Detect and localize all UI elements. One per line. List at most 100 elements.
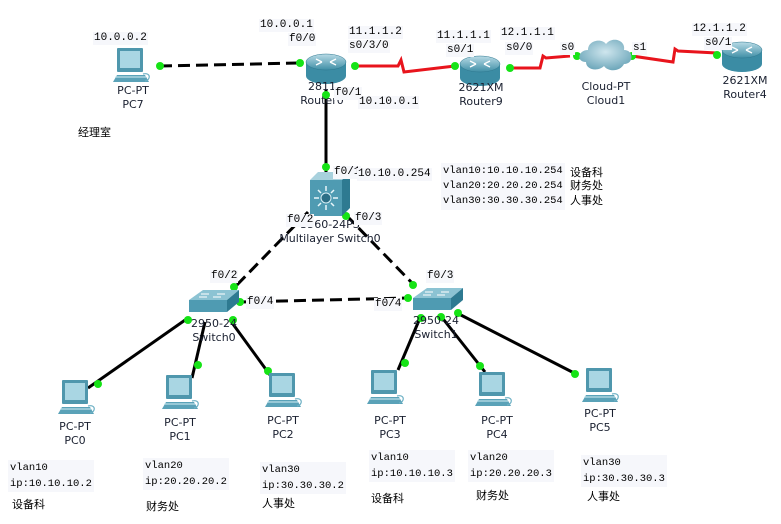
pc-label[interactable]: PC-PT PC5: [584, 407, 616, 435]
pc-dept-label: 设备科: [371, 492, 404, 505]
router0-model: 2811: [307, 80, 336, 93]
port-dot: [322, 163, 330, 171]
pc-label[interactable]: PC-PT PC1: [164, 416, 196, 444]
port-dot: [417, 314, 425, 322]
switch1-name: Switch1: [414, 328, 458, 341]
pc7-model: PC-PT: [117, 84, 149, 97]
vlan-gateway-line: vlan30:30.30.30.254: [443, 195, 563, 207]
switch0-model: 2950-24: [191, 317, 237, 330]
router9-model: 2621XM: [458, 81, 504, 94]
pc-icon[interactable]: [58, 380, 95, 414]
pc-ip: ip:30.30.30.2: [262, 480, 344, 492]
mls-f02-port: f0/2: [286, 214, 315, 227]
pc-model: PC-PT: [59, 420, 91, 433]
router0-label[interactable]: 2811 Router0: [300, 80, 343, 108]
vlan-dept-label: 人事处: [570, 194, 603, 207]
switch0-label[interactable]: 2950-24 Switch0: [191, 317, 237, 345]
pc-dept-label: 人事处: [587, 490, 620, 503]
pc-label[interactable]: PC-PT PC4: [481, 414, 513, 442]
pc-vlan: vlan30: [262, 464, 300, 476]
mls-label[interactable]: 3560-24PS Multilayer Switch0: [279, 218, 380, 246]
pc-icon[interactable]: [582, 368, 619, 402]
port-dot: [322, 91, 330, 99]
port-dot: [156, 62, 164, 70]
link-cloud1-router4-serial[interactable]: [631, 46, 718, 64]
router0-name: Router0: [300, 94, 344, 107]
switch0-name: Switch0: [192, 331, 236, 344]
link-router0-router9-serial[interactable]: [355, 55, 456, 74]
pc-vlan: vlan30: [583, 457, 621, 469]
cloud-s0-port: s0: [560, 42, 576, 55]
pc-dept-label: 财务处: [476, 489, 509, 502]
cloud1-name: Cloud1: [586, 94, 626, 107]
router9-icon[interactable]: [459, 55, 501, 86]
port-dot: [476, 362, 484, 370]
port-dot: [229, 316, 237, 324]
pc7-name: PC7: [122, 98, 144, 111]
link-switch1-pc5[interactable]: [454, 310, 579, 377]
pc-vlan: vlan20: [145, 460, 183, 472]
switch1-label[interactable]: 2950-24 Switch1: [413, 314, 459, 342]
pc-ip: ip:10.10.10.3: [371, 468, 453, 480]
port-dot: [401, 359, 409, 367]
cloud-s1-port: s1: [632, 42, 648, 55]
cloud1-label[interactable]: Cloud-PT Cloud1: [582, 80, 631, 108]
link-switch0-pc2[interactable]: [228, 319, 272, 376]
pc7-icon[interactable]: [113, 48, 150, 82]
r4-s01-ip: 12.1.1.2: [692, 23, 747, 36]
port-dot: [571, 370, 579, 378]
link-router9-cloud1-serial[interactable]: [510, 53, 571, 70]
pc-ip: ip:20.20.20.2: [145, 476, 227, 488]
pc-label[interactable]: PC-PT PC0: [59, 420, 91, 448]
pc-name: PC1: [169, 430, 191, 443]
port-dot: [409, 281, 417, 289]
sw0-f04-port: f0/4: [246, 296, 275, 309]
pc-label[interactable]: PC-PT PC2: [267, 414, 299, 442]
port-dot: [230, 283, 238, 291]
pc-name: PC2: [272, 428, 294, 441]
vlan-gateway-line: vlan10:10.10.10.254: [443, 165, 563, 177]
port-dot: [451, 62, 459, 70]
pc-icon[interactable]: [367, 370, 404, 404]
pc-icon[interactable]: [265, 373, 302, 407]
pc-name: PC3: [379, 428, 401, 441]
link-mls-switch1[interactable]: [344, 213, 416, 287]
port-dot: [506, 64, 514, 72]
pc-vlan-ip-note: vlan30 ip:30.30.30.2: [260, 462, 346, 494]
switch1-model: 2950-24: [413, 314, 459, 327]
pc7-label[interactable]: PC-PT PC7: [117, 84, 149, 112]
link-switch1-pc4[interactable]: [438, 314, 487, 373]
port-dot: [194, 361, 202, 369]
cloud-icon[interactable]: [579, 39, 632, 71]
link-pc7-router0[interactable]: [159, 61, 301, 68]
switch0-icon[interactable]: [189, 290, 239, 312]
pc-vlan: vlan10: [10, 462, 48, 474]
pc-icon[interactable]: [475, 372, 512, 406]
mls-name: Multilayer Switch0: [279, 232, 381, 245]
pc-name: PC0: [64, 434, 86, 447]
link-switch0-pc1[interactable]: [190, 321, 207, 379]
sw1-f04-port: f0/4: [374, 298, 403, 311]
pc-label[interactable]: PC-PT PC3: [374, 414, 406, 442]
r0-s030-port: s0/3/0: [348, 40, 390, 53]
pc-name: PC4: [486, 428, 508, 441]
pc-model: PC-PT: [584, 407, 616, 420]
r0-f01-port: f0/1: [334, 87, 363, 100]
router4-label[interactable]: 2621XM Router4: [722, 74, 767, 102]
router9-label[interactable]: 2621XM Router9: [458, 81, 503, 109]
port-dot: [351, 62, 359, 70]
pc-dept-label: 设备科: [12, 498, 45, 511]
router4-icon[interactable]: [721, 41, 763, 72]
pc-icon[interactable]: [162, 375, 199, 409]
pc-name: PC5: [589, 421, 611, 434]
router0-icon[interactable]: [305, 53, 347, 84]
switch1-icon[interactable]: [413, 288, 463, 310]
mls-f01-port: f0/1: [333, 166, 362, 179]
link-switch0-pc0[interactable]: [87, 316, 189, 390]
pc-dept-label: 财务处: [146, 500, 179, 513]
vlan-dept-label: 设备科: [570, 166, 603, 179]
